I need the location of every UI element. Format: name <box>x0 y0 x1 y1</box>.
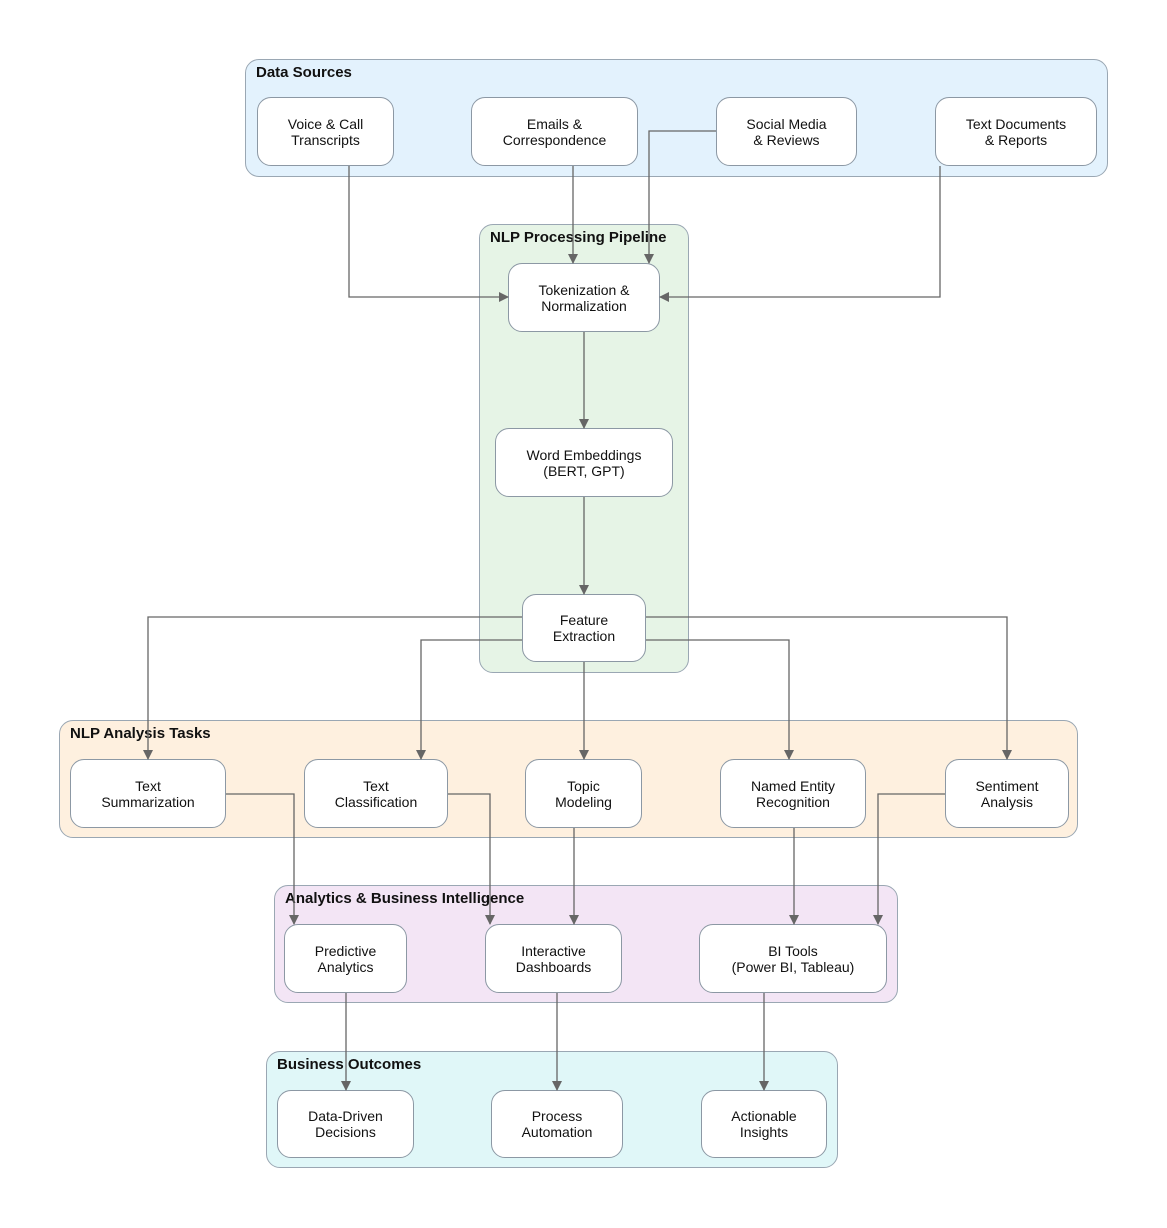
node-label: Predictive Analytics <box>314 942 377 975</box>
node-feature-extraction: Feature Extraction <box>522 594 646 662</box>
group-title-data-sources: Data Sources <box>256 64 352 81</box>
node-label: Sentiment Analysis <box>975 777 1039 810</box>
node-label: Topic Modeling <box>555 777 612 810</box>
node-label: BI Tools (Power BI, Tableau) <box>731 942 855 975</box>
node-text-classification: Text Classification <box>304 759 448 828</box>
node-emails-correspondence: Emails & Correspondence <box>471 97 638 166</box>
group-title-analytics-business-intelligence: Analytics & Business Intelligence <box>285 890 525 907</box>
node-text-summarization: Text Summarization <box>70 759 226 828</box>
node-label: Text Documents & Reports <box>965 115 1067 148</box>
node-text-documents-reports: Text Documents & Reports <box>935 97 1097 166</box>
node-sentiment-analysis: Sentiment Analysis <box>945 759 1069 828</box>
group-title-nlp-processing-pipeline: NLP Processing Pipeline <box>490 229 667 246</box>
node-label: Named Entity Recognition <box>750 777 836 810</box>
node-label: Text Classification <box>334 777 418 810</box>
node-social-media-reviews: Social Media & Reviews <box>716 97 857 166</box>
node-label: Voice & Call Transcripts <box>287 115 364 148</box>
node-data-driven-decisions: Data-Driven Decisions <box>277 1090 414 1158</box>
node-label: Tokenization & Normalization <box>538 281 630 314</box>
group-title-business-outcomes: Business Outcomes <box>277 1056 422 1073</box>
node-interactive-dashboards: Interactive Dashboards <box>485 924 622 993</box>
group-title-nlp-analysis-tasks: NLP Analysis Tasks <box>70 725 211 742</box>
node-named-entity-recognition: Named Entity Recognition <box>720 759 866 828</box>
node-label: Actionable Insights <box>731 1108 797 1140</box>
node-label: Process Automation <box>521 1108 593 1140</box>
node-voice-call-transcripts: Voice & Call Transcripts <box>257 97 394 166</box>
node-label: Word Embeddings (BERT, GPT) <box>526 446 642 479</box>
node-label: Data-Driven Decisions <box>308 1108 383 1140</box>
node-tokenization-normalization: Tokenization & Normalization <box>508 263 660 332</box>
node-process-automation: Process Automation <box>491 1090 623 1158</box>
node-label: Social Media & Reviews <box>746 115 827 148</box>
node-label: Interactive Dashboards <box>515 942 592 975</box>
node-actionable-insights: Actionable Insights <box>701 1090 827 1158</box>
node-label: Emails & Correspondence <box>502 115 607 148</box>
node-label: Text Summarization <box>101 777 195 810</box>
node-bi-tools: BI Tools (Power BI, Tableau) <box>699 924 887 993</box>
node-word-embeddings: Word Embeddings (BERT, GPT) <box>495 428 673 497</box>
node-topic-modeling: Topic Modeling <box>525 759 642 828</box>
node-predictive-analytics: Predictive Analytics <box>284 924 407 993</box>
node-label: Feature Extraction <box>552 612 616 644</box>
edge-textdocs-to-tokenization <box>659 166 941 302</box>
